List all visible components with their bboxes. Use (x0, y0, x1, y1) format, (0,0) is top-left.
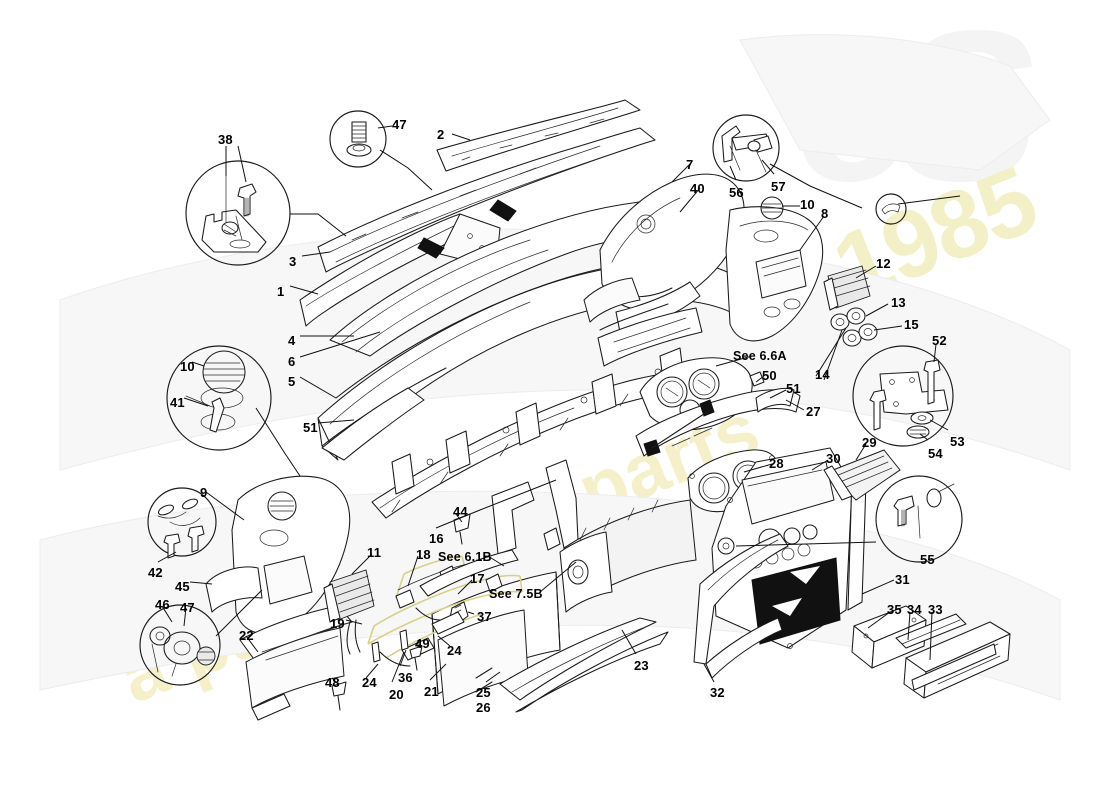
watermark-year: 1985 (819, 146, 1050, 323)
part-lower-left (205, 475, 375, 721)
callout-number: 21 (424, 684, 439, 699)
callout-number: 9 (200, 485, 208, 500)
callout-number: 47 (180, 600, 195, 615)
callout-number: 18 (416, 547, 431, 562)
callout-number: 23 (634, 658, 649, 673)
callout-number: 27 (806, 404, 821, 419)
part-harness (331, 513, 523, 711)
callout-number: 10 (180, 359, 195, 374)
part-dash-carrier (317, 260, 751, 555)
callout-number: 5 (288, 374, 296, 389)
callout-number: 24 (447, 643, 462, 658)
callout-number: 2 (437, 127, 445, 142)
callout-number: 8 (821, 206, 829, 221)
callout-number: 22 (239, 628, 254, 643)
detail-circle-52 (852, 345, 954, 447)
callout-number: 28 (769, 456, 784, 471)
callout-number: 19 (330, 616, 345, 631)
callout-number: 15 (904, 317, 919, 332)
callout-number: 7 (686, 157, 694, 172)
part-centre-console (687, 447, 901, 649)
callout-number: 17 (470, 571, 485, 586)
detail-circle-38 (185, 160, 291, 266)
callout-number: 45 (175, 579, 190, 594)
callout-number: 53 (950, 434, 965, 449)
callout-number: 35 (887, 602, 902, 617)
callout-number: 34 (907, 602, 922, 617)
callout-number: 48 (325, 675, 340, 690)
detail-circle-55 (875, 475, 963, 563)
callout-number: 14 (815, 367, 830, 382)
detail-circle-46 (139, 604, 221, 686)
callout-number: 30 (826, 451, 841, 466)
callout-number: 26 (476, 700, 491, 715)
callout-number: 46 (155, 597, 170, 612)
watermark-logo: eS (782, 0, 1035, 226)
callout-number: 33 (928, 602, 943, 617)
part-switch-pack (725, 196, 878, 347)
callout-number: 16 (429, 531, 444, 546)
callout-number: 51 (303, 420, 318, 435)
callout-number: 37 (477, 609, 492, 624)
callout-number: 11 (367, 545, 382, 560)
callout-number: See 6.1B (438, 550, 492, 564)
callout-number: 6 (288, 354, 296, 369)
callout-number: 29 (862, 435, 877, 450)
callout-number: 32 (710, 685, 725, 700)
callout-number: 47 (392, 117, 407, 132)
callout-number: 52 (932, 333, 947, 348)
callout-number: 55 (920, 552, 935, 567)
callout-number: 10 (800, 197, 815, 212)
leader-lines (157, 125, 961, 685)
part-column-shroud (583, 173, 745, 367)
detail-circle-47 (329, 110, 387, 168)
part-upper-trim-strips (299, 99, 717, 357)
callout-number: 41 (170, 395, 185, 410)
callout-number: 4 (288, 333, 296, 348)
part-ecu-tray (851, 605, 1011, 699)
callout-number: 3 (289, 254, 297, 269)
callout-number: 44 (453, 504, 468, 519)
callout-number: 57 (771, 179, 786, 194)
callout-number: 25 (476, 685, 491, 700)
callout-number: See 7.5B (489, 587, 543, 601)
callout-number: 56 (729, 185, 744, 200)
callout-number: 51 (786, 381, 801, 396)
callout-number: 42 (148, 565, 163, 580)
callout-number: 24 (362, 675, 377, 690)
callout-number: See 6.6A (733, 349, 787, 363)
callout-number: 13 (891, 295, 906, 310)
callout-number: 50 (762, 368, 777, 383)
callout-number: 36 (398, 670, 413, 685)
callout-number: 31 (895, 572, 910, 587)
callout-number: 1 (277, 284, 285, 299)
callout-number: 38 (218, 132, 233, 147)
part-glovebox (431, 499, 789, 713)
callout-number: 20 (389, 687, 404, 702)
callout-number: 12 (876, 256, 891, 271)
detail-circle-8 (875, 193, 907, 225)
detail-circle-57 (712, 114, 780, 182)
callout-number: 49 (415, 636, 430, 651)
callout-number: 54 (928, 446, 943, 461)
callout-number: 40 (690, 181, 705, 196)
